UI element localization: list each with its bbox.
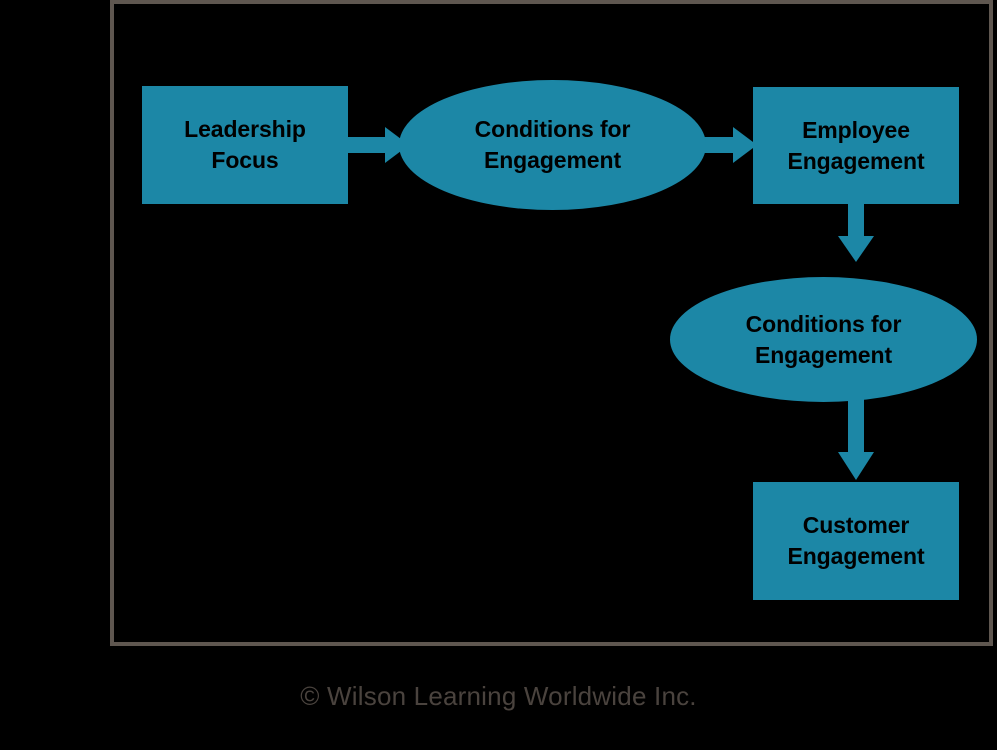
node-conditions-2-line2: Engagement — [754, 341, 893, 368]
node-conditions-1-line2: Engagement — [483, 147, 622, 173]
node-leadership-focus-label: Leadership Focus — [142, 114, 348, 175]
node-conditions-1-line1: Conditions for — [474, 116, 631, 143]
node-employee-engagement-line1: Employee — [802, 116, 910, 143]
node-conditions-2-label: Conditions for Engagement — [670, 309, 977, 370]
node-leadership-focus-line1: Leadership — [184, 116, 306, 143]
node-employee-engagement-label: Employee Engagement — [753, 115, 959, 176]
node-customer-engagement-label: Customer Engagement — [753, 510, 959, 571]
node-conditions-2-line1: Conditions for — [745, 310, 902, 337]
copyright-notice: © Wilson Learning Worldwide Inc. — [300, 681, 697, 711]
node-employee-engagement-line2: Engagement — [787, 147, 925, 174]
node-customer-engagement-line2: Engagement — [787, 543, 925, 569]
node-leadership-focus[interactable]: Leadership Focus — [142, 86, 348, 204]
node-conditions-for-engagement-2[interactable]: Conditions for Engagement — [670, 277, 977, 402]
node-customer-engagement[interactable]: Customer Engagement — [753, 482, 959, 600]
node-employee-engagement[interactable]: Employee Engagement — [753, 87, 959, 204]
node-leadership-focus-line2: Focus — [211, 147, 279, 173]
node-conditions-1-label: Conditions for Engagement — [399, 114, 706, 175]
node-conditions-for-engagement-1[interactable]: Conditions for Engagement — [399, 80, 706, 210]
node-customer-engagement-line1: Customer — [802, 512, 910, 539]
